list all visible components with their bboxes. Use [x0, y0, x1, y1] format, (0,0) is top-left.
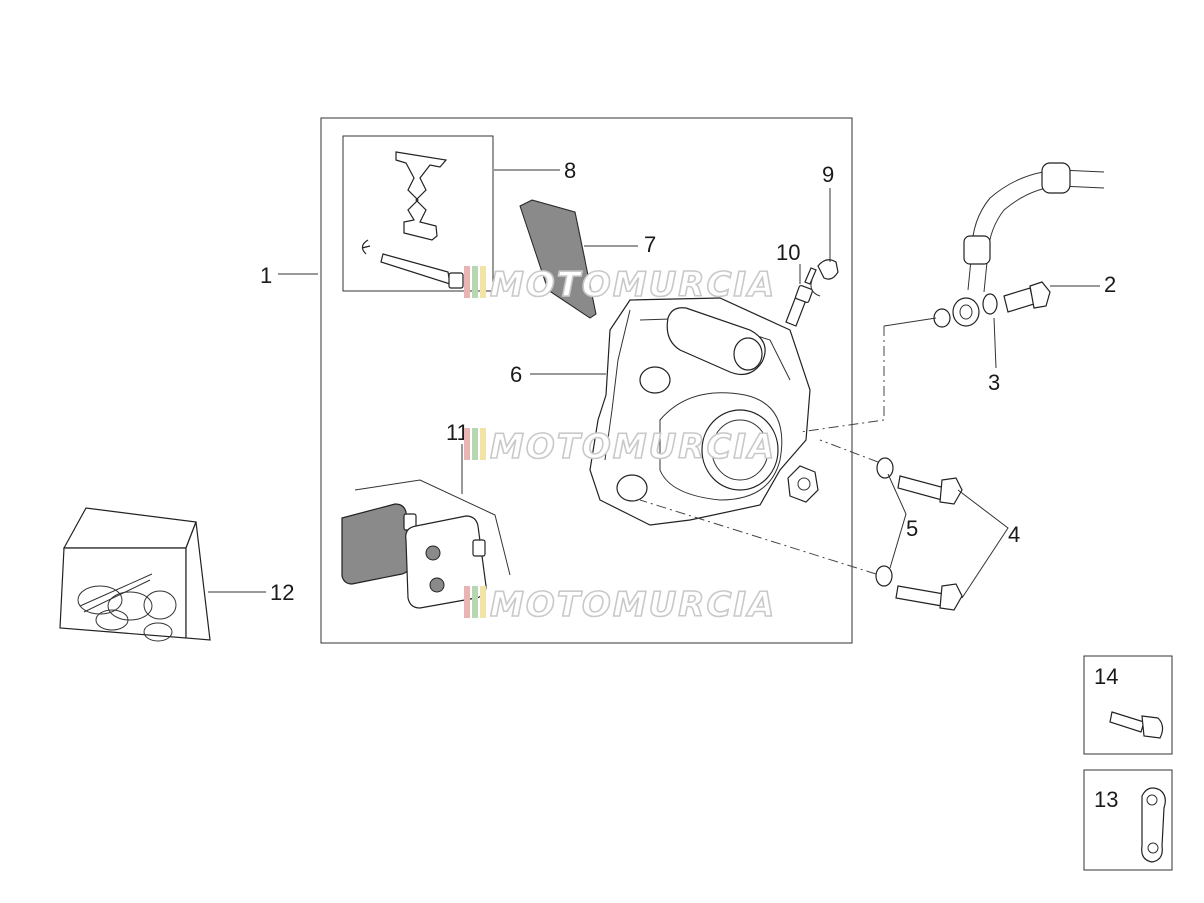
callout-8: 8 [564, 158, 576, 183]
bleed-cap [810, 259, 839, 297]
pin-kit-frame [342, 135, 494, 292]
svg-text:MOTOMURCIA: MOTOMURCIA [490, 265, 776, 305]
callout-9: 9 [822, 162, 834, 187]
pad-shim [519, 199, 597, 319]
callout-12: 12 [270, 580, 294, 605]
part-13-frame [1083, 769, 1173, 871]
callout-13: 13 [1094, 787, 1118, 812]
part-14-screw [1109, 711, 1164, 739]
assembly-frame [320, 117, 853, 644]
part-13-plate [1141, 787, 1166, 863]
watermark-2: MOTOMURCIA [464, 426, 776, 468]
seal-kit-bag [59, 507, 211, 642]
callout-6: 6 [510, 362, 522, 387]
alignment-line-bolt-upper [819, 439, 879, 463]
pin-spring-kit [361, 151, 464, 289]
callout-10: 10 [776, 240, 800, 265]
bleed-screw [785, 267, 817, 327]
callout-3: 3 [988, 370, 1000, 395]
caliper-body [589, 297, 819, 526]
svg-text:MOTOMURCIA: MOTOMURCIA [490, 585, 776, 625]
callout-2: 2 [1104, 272, 1116, 297]
callout-4: 4 [1008, 522, 1020, 547]
callout-5-upper: 5 [906, 516, 918, 541]
alignment-line-hose [799, 326, 885, 433]
callout-7: 7 [644, 232, 656, 257]
alignment-line-bolt-lower [639, 499, 877, 575]
callout-11: 11 [446, 420, 469, 445]
brake-hose-banjo [933, 162, 1105, 328]
callout-1: 1 [260, 263, 272, 288]
callout-14: 14 [1094, 664, 1118, 689]
mounting-bolts [875, 457, 963, 611]
leader-lines [208, 169, 1100, 599]
part-14-frame [1083, 655, 1173, 755]
watermark-3: MOTOMURCIA [464, 584, 776, 626]
brake-pads [341, 479, 511, 609]
watermark-1: MOTOMURCIA [464, 264, 776, 306]
svg-text:MOTOMURCIA: MOTOMURCIA [490, 427, 776, 467]
